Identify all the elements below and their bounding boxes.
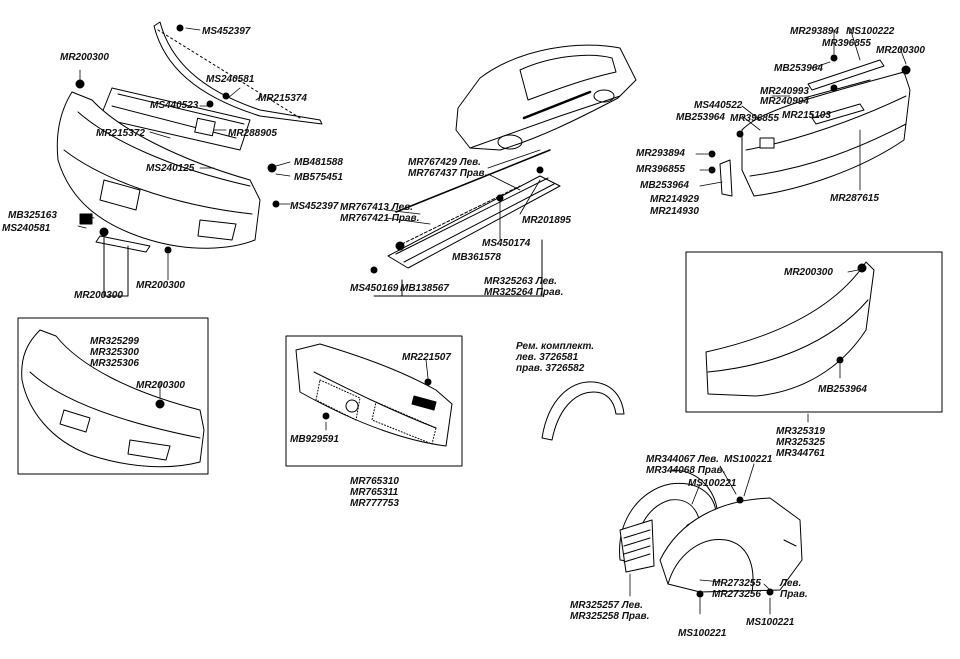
label-mb253964-c: MB253964 (640, 180, 689, 191)
label-prav: Прав. (780, 589, 808, 600)
label-mr767429: MR767429 Лев. (408, 157, 481, 168)
label-mr201895: MR201895 (522, 215, 571, 226)
label-mr325306: MR325306 (90, 358, 139, 369)
label-ms100221-d: MS100221 (746, 617, 795, 628)
label-mr288905: MR288905 (228, 128, 277, 139)
wheel-arch-molding (541, 381, 625, 441)
label-mr765310: MR765310 (350, 476, 399, 487)
label-mb253964-rear-alt: MB253964 (818, 384, 867, 395)
label-repair-kit-left: лев. 3726581 (516, 352, 579, 363)
label-ms100221-c: MS100221 (678, 628, 727, 639)
label-mr396855-b: MR396855 (730, 113, 779, 124)
label-mr214929: MR214929 (650, 194, 699, 205)
label-ms240581: MS240581 (206, 74, 255, 85)
label-ms450174: MS450174 (482, 238, 531, 249)
label-mr293894-top: MR293894 (790, 26, 839, 37)
fender-assembly (619, 469, 803, 598)
side-sill-parts (370, 149, 561, 297)
label-mb138567: MB138567 (400, 283, 449, 294)
label-mr396855-c: MR396855 (636, 164, 685, 175)
label-mb575451: MB575451 (294, 172, 343, 183)
label-mr221507: MR221507 (402, 352, 451, 363)
label-mr240993: MR240993 (760, 86, 809, 97)
label-mr200300-b: MR200300 (74, 290, 123, 301)
callout-bracket (103, 237, 129, 297)
label-mr777753: MR777753 (350, 498, 399, 509)
label-mr215103: MR215103 (782, 110, 831, 121)
label-mr325258: MR325258 Прав. (570, 611, 650, 622)
label-ms440523: MS440523 (150, 100, 199, 111)
label-ms452397-top: MS452397 (202, 26, 251, 37)
label-repair-kit: Рем. комплект. лев. 3726581 прав. 372658… (516, 341, 594, 374)
label-ms240581-left: MS240581 (2, 223, 51, 234)
label-mr215372: MR215372 (96, 128, 145, 139)
label-mr325299: MR325299 (90, 336, 139, 347)
label-ms440522: MS440522 (694, 100, 743, 111)
label-mb325163: MB325163 (8, 210, 57, 221)
label-mr325263: MR325263 Лев. (484, 276, 557, 287)
label-mr273255: MR273255 (712, 578, 761, 589)
label-ms100221-b: MS100221 (688, 478, 737, 489)
label-mr325264: MR325264 Прав. (484, 287, 564, 298)
label-repair-kit-right: прав. 3726582 (516, 363, 585, 374)
label-mr200300-front: MR200300 (60, 52, 109, 63)
label-mr214930: MR214930 (650, 206, 699, 217)
label-mr396855-top: MR396855 (822, 38, 871, 49)
label-mr765311: MR765311 (350, 487, 399, 498)
label-mr325300: MR325300 (90, 347, 139, 358)
rear-bumper-alt (705, 261, 875, 397)
label-ms452397-mid: MS452397 (290, 201, 339, 212)
label-mr200300-rear: MR200300 (876, 45, 925, 56)
label-mr767413: MR767413 Лев. (340, 202, 413, 213)
label-mr240994: MR240994 (760, 96, 809, 107)
front-bumper-cover (56, 79, 280, 254)
label-group-front-alt: MR325299 MR325300 MR325306 (90, 336, 139, 369)
label-mr287615: MR287615 (830, 193, 879, 204)
label-mr344068: MR344068 Прав. (646, 465, 726, 476)
label-mr767437: MR767437 Прав. (408, 168, 488, 179)
front-upper-strip (153, 21, 323, 125)
label-lev: Лев. (780, 578, 802, 589)
label-mb929591: MB929591 (290, 434, 339, 445)
label-mr215374: MR215374 (258, 93, 307, 104)
label-mb361578: MB361578 (452, 252, 501, 263)
grille (295, 343, 453, 447)
label-group-grille: MR765310 MR765311 MR777753 (350, 476, 399, 509)
label-mr325257: MR325257 Лев. (570, 600, 643, 611)
label-mr325319: MR325319 (776, 426, 825, 437)
rear-bumper-top (708, 54, 911, 197)
label-ms100222: MS100222 (846, 26, 895, 37)
leader-lines (77, 27, 907, 615)
front-bumper-beam (99, 87, 251, 151)
label-mr293894-b: MR293894 (636, 148, 685, 159)
label-mr344067: MR344067 Лев. (646, 454, 719, 465)
label-mb481588: MB481588 (294, 157, 343, 168)
car-outline (455, 44, 637, 151)
label-mr273256: MR273256 (712, 589, 761, 600)
label-mr344761: MR344761 (776, 448, 825, 459)
label-mr325325: MR325325 (776, 437, 825, 448)
label-repair-kit-title: Рем. комплект. (516, 341, 594, 352)
label-mb253964-top: MB253964 (774, 63, 823, 74)
label-ms450169: MS450169 (350, 283, 399, 294)
label-mb253964-b: MB253964 (676, 112, 725, 123)
label-ms240125: MS240125 (146, 163, 195, 174)
label-mr200300-rear-alt: MR200300 (784, 267, 833, 278)
label-mr200300-front-alt: MR200300 (136, 380, 185, 391)
label-ms100221-a: MS100221 (724, 454, 773, 465)
label-mr767421: MR767421 Прав. (340, 213, 420, 224)
label-group-rear-alt: MR325319 MR325325 MR344761 (776, 426, 825, 459)
front-bumper-alt-cover (21, 329, 205, 468)
label-mr200300-a: MR200300 (136, 280, 185, 291)
